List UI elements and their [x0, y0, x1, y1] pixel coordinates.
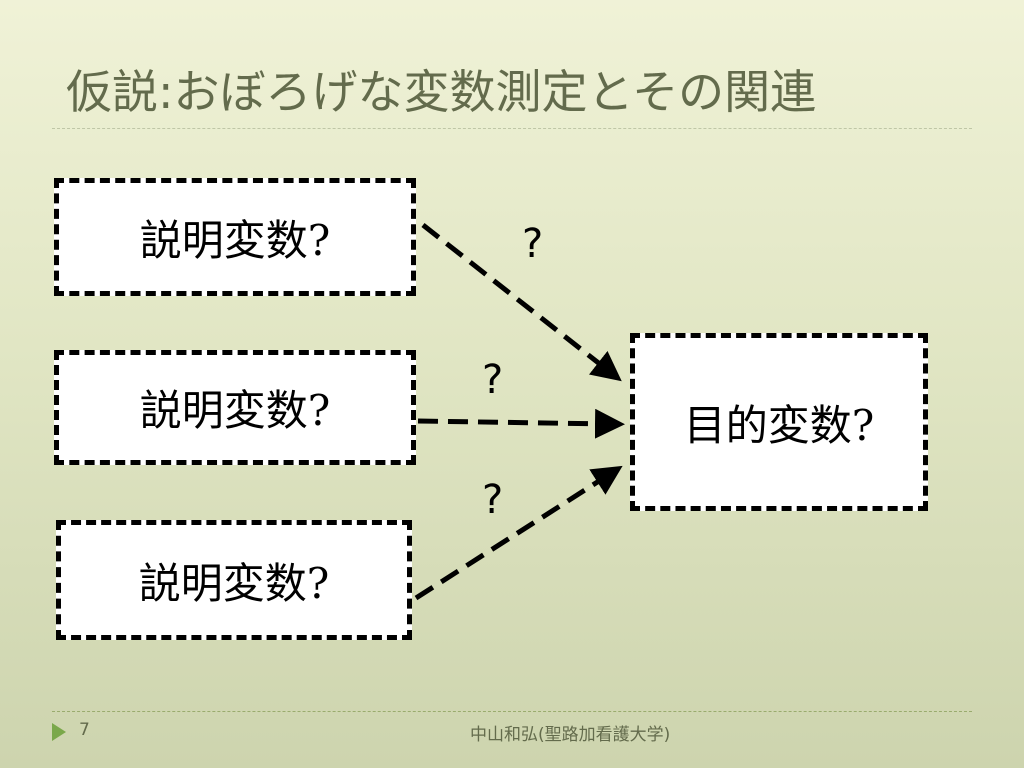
play-triangle-icon: [52, 723, 66, 741]
target-variable-box: 目的変数?: [630, 333, 928, 511]
relation-arrow-3: [414, 465, 623, 601]
explanatory-variable-box-1: 説明変数?: [54, 178, 416, 296]
relation-arrow-2: [417, 408, 625, 439]
relation-label-1: ?: [522, 221, 544, 267]
title-divider: [52, 128, 972, 129]
slide-title: 仮説:おぼろげな変数測定とその関連: [66, 65, 817, 119]
explanatory-variable-box-3: 説明変数?: [56, 520, 412, 640]
footer-divider: [52, 711, 972, 712]
explanatory-variable-box-2: 説明変数?: [54, 350, 416, 465]
footer-author: 中山和弘(聖路加看護大学): [470, 725, 671, 745]
page-number: 7: [79, 720, 90, 740]
relation-label-2: ?: [482, 357, 504, 403]
relation-label-3: ?: [482, 477, 504, 523]
relation-arrow-1: [421, 223, 622, 382]
